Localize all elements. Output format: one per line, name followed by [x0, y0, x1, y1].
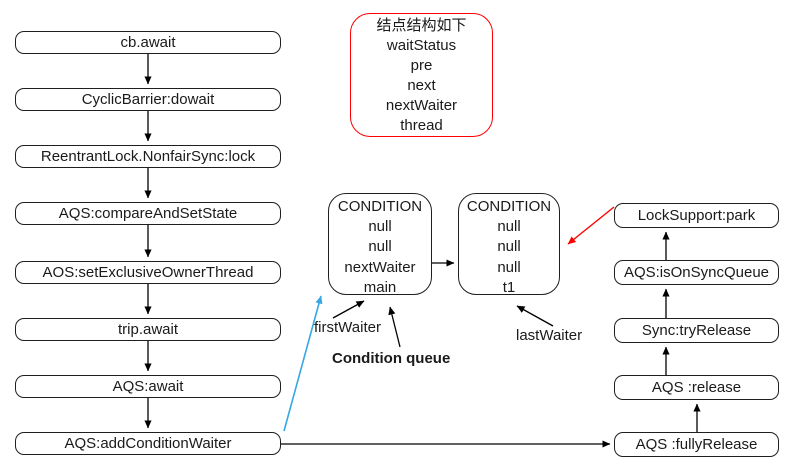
condition-node-row: t1	[502, 278, 516, 296]
condition-node-row: CONDITION	[466, 198, 552, 215]
node-structure-field: nextWaiter	[385, 97, 458, 114]
condition-node-t1: CONDITION null null null t1	[458, 193, 560, 296]
condition-node-row: null	[497, 218, 521, 236]
flow-box-trip-await: trip.await	[15, 318, 281, 341]
label-last-waiter: lastWaiter	[516, 327, 583, 344]
arrow-addconditionwaiter-to-node1	[283, 295, 323, 432]
condition-node-row: main	[363, 278, 397, 296]
condition-node-main: CONDITION null null nextWaiter main	[328, 193, 432, 296]
condition-node-row: null	[497, 238, 521, 256]
flow-box-aqs-release: AQS :release	[614, 375, 779, 400]
flow-box-locksupport-park: LockSupport:park	[614, 203, 779, 228]
flow-box-aos-setexclusiveownerthread: AOS:setExclusiveOwnerThread	[15, 261, 281, 284]
node-structure-title: 结点结构如下	[376, 17, 467, 34]
flow-box-aqs-await: AQS:await	[15, 375, 281, 398]
flow-box-aqs-isonsyncqueue: AQS:isOnSyncQueue	[614, 260, 779, 285]
arrow-lastwaiter	[516, 305, 554, 327]
condition-node-row: CONDITION	[337, 198, 423, 215]
label-first-waiter: firstWaiter	[314, 319, 381, 336]
node-structure-field: thread	[400, 117, 443, 134]
arrow-condition-queue	[388, 306, 401, 348]
node-structure-field: next	[407, 77, 436, 94]
node-structure-legend: 结点结构如下 waitStatus pre next nextWaiter th…	[350, 13, 493, 137]
flow-box-cyclicbarrier-dowait: CyclicBarrier:dowait	[15, 88, 281, 111]
condition-node-row: null	[368, 238, 392, 256]
flow-box-aqs-fullyrelease: AQS :fullyRelease	[614, 432, 779, 457]
arrow-firstwaiter	[332, 300, 365, 319]
label-condition-queue: Condition queue	[332, 350, 451, 367]
flow-box-aqs-compareandsetstate: AQS:compareAndSetState	[15, 202, 281, 225]
node-structure-field: pre	[410, 57, 433, 74]
flow-box-cb-await: cb.await	[15, 31, 281, 54]
condition-node-row: nextWaiter	[344, 258, 416, 276]
arrow-park-to-node2	[567, 206, 615, 245]
flow-box-reentrantlock-nonfairsync-lock: ReentrantLock.NonfairSync:lock	[15, 145, 281, 168]
condition-node-row: null	[497, 258, 521, 276]
flow-box-aqs-addconditionwaiter: AQS:addConditionWaiter	[15, 432, 281, 455]
condition-node-row: null	[368, 218, 392, 236]
node-structure-field: waitStatus	[386, 37, 457, 54]
flow-box-sync-tryrelease: Sync:tryRelease	[614, 318, 779, 343]
